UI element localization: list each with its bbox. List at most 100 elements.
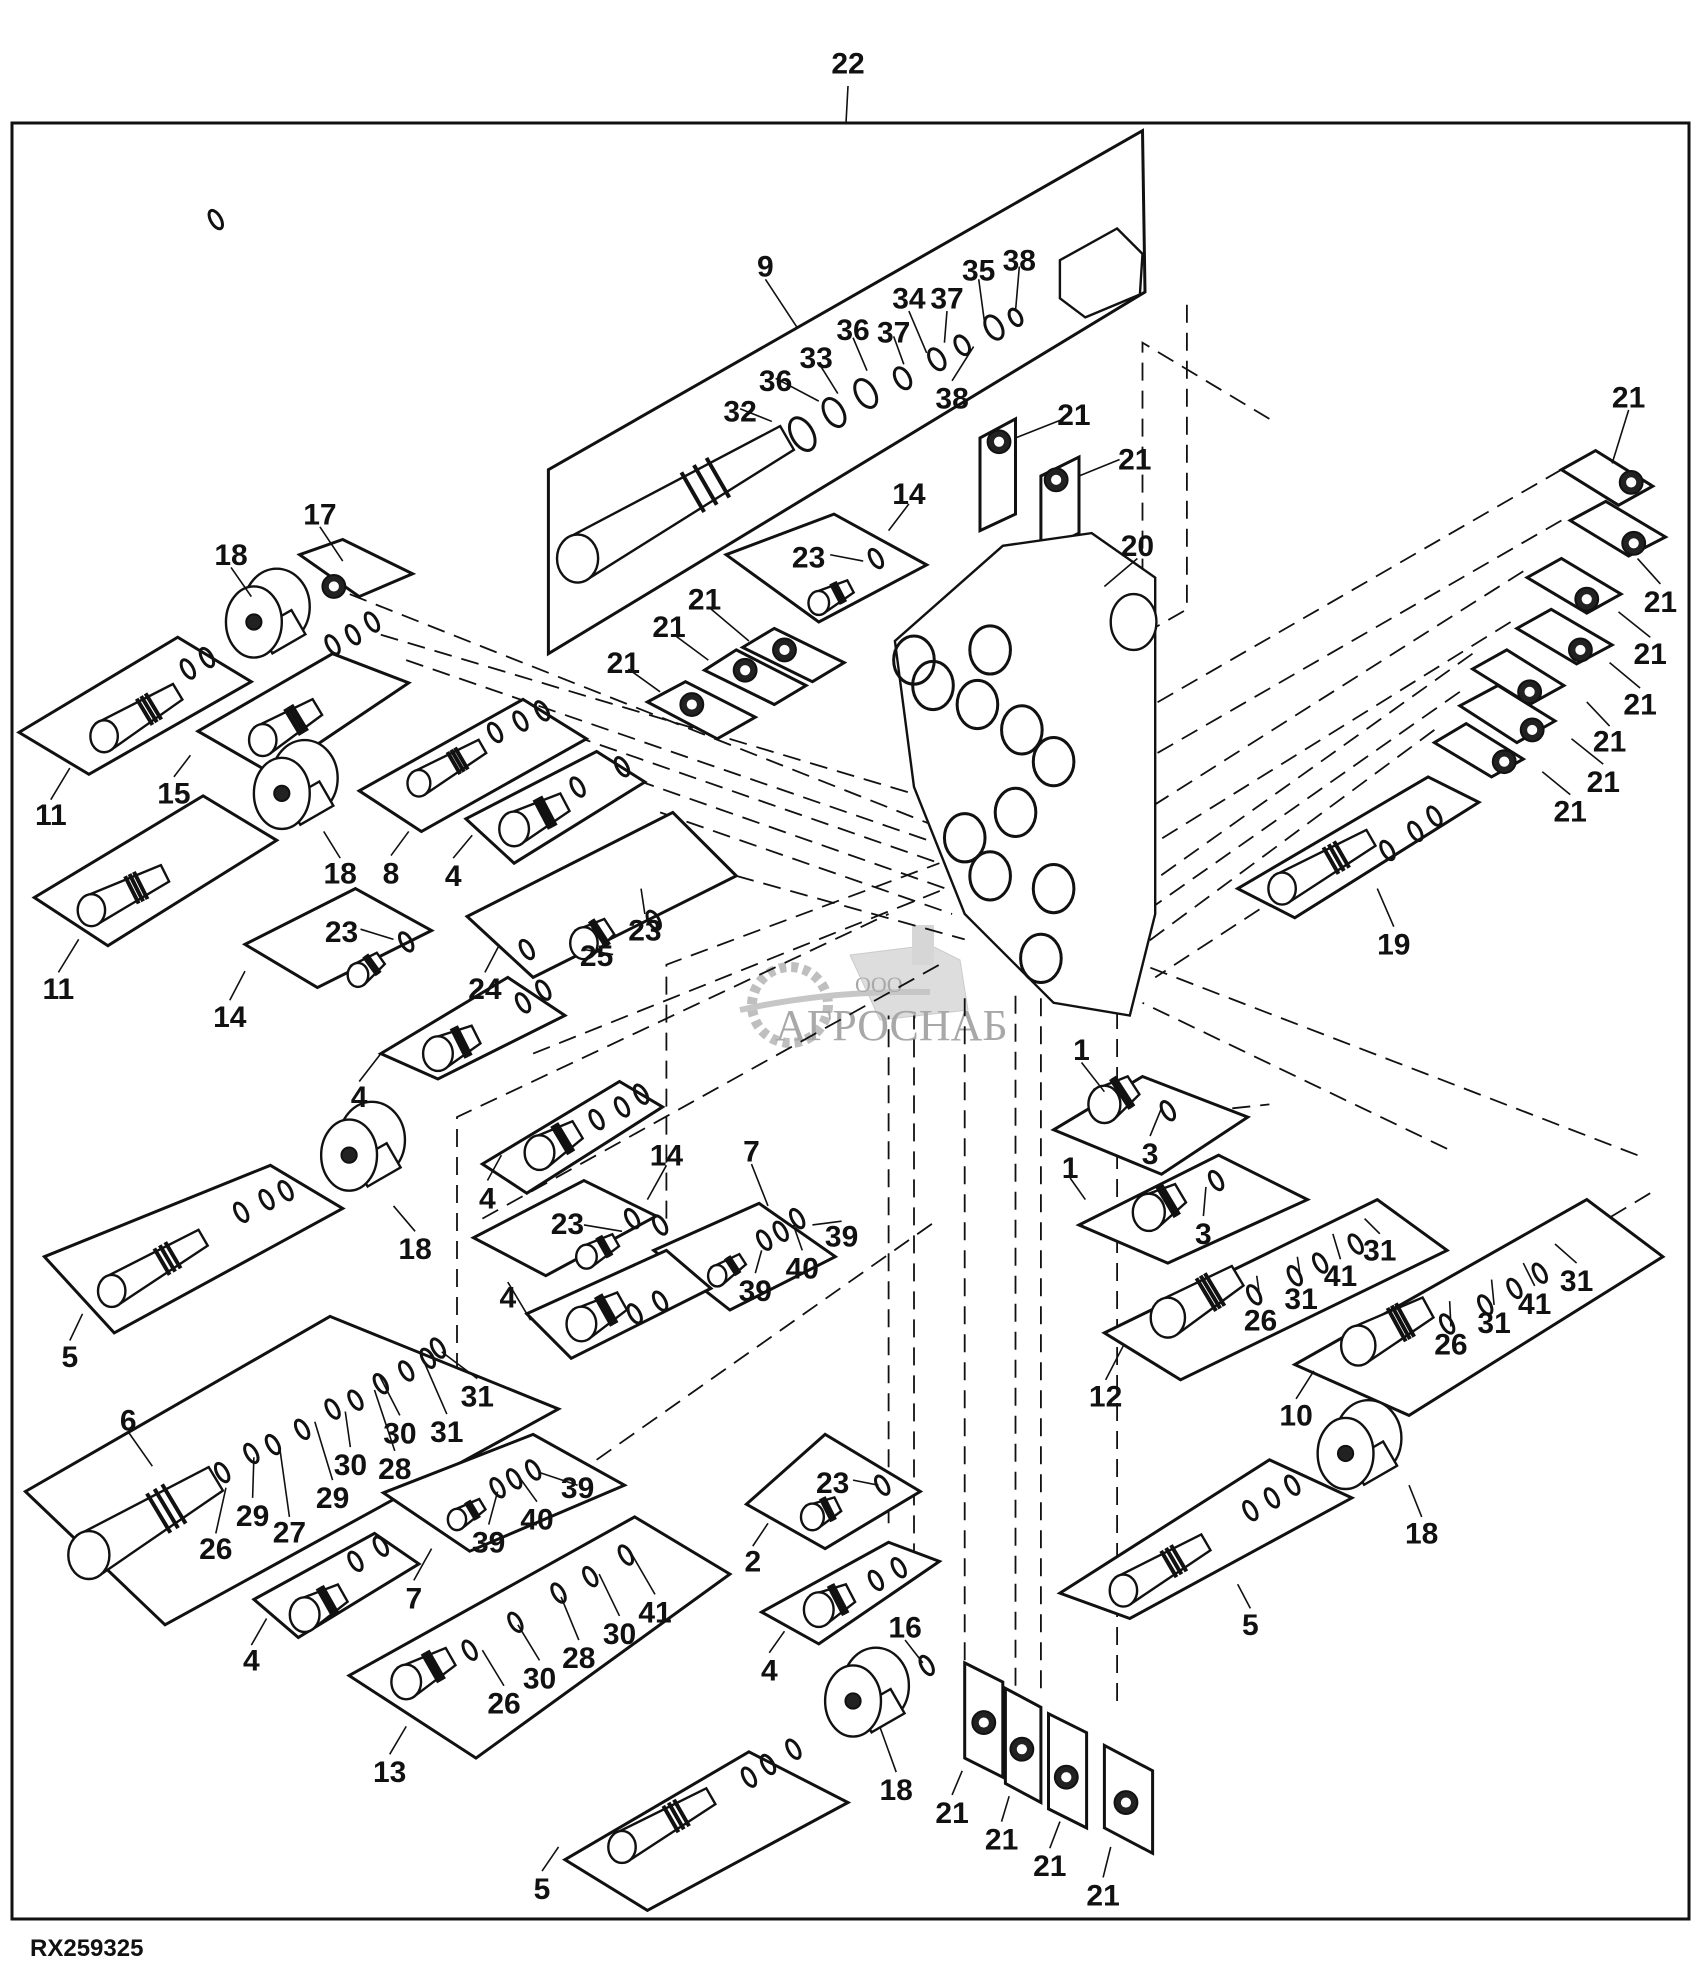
- thread-band: [1389, 1304, 1412, 1341]
- thread-band: [596, 1294, 616, 1326]
- o-ring: [1159, 1100, 1177, 1122]
- kit-box-17: [296, 537, 417, 599]
- leader-line: [951, 346, 975, 382]
- callout-label: 21: [1118, 444, 1151, 477]
- callout-label: 4: [479, 1183, 496, 1216]
- plug-socket: [993, 436, 1005, 447]
- thread-band: [1157, 1184, 1180, 1217]
- hex-head: [421, 1035, 454, 1073]
- thread-band: [426, 1649, 446, 1681]
- o-ring: [372, 1535, 390, 1557]
- o-ring: [213, 1461, 231, 1484]
- callout-label: 37: [877, 317, 910, 350]
- o-ring: [505, 1468, 523, 1490]
- callout-label: 11: [35, 799, 67, 832]
- callout-label: 1: [1073, 1034, 1090, 1067]
- thread-band: [550, 1124, 571, 1156]
- o-ring: [582, 1565, 599, 1588]
- callout-label: 21: [688, 583, 721, 616]
- callout-label: 36: [759, 365, 792, 398]
- thread-band: [123, 875, 141, 905]
- leader-line: [127, 1431, 153, 1467]
- callout-label: 5: [534, 1873, 551, 1906]
- leader-line: [344, 1411, 352, 1448]
- leader-line: [1014, 266, 1021, 312]
- leader-line: [598, 1573, 621, 1617]
- thread-band: [1198, 1274, 1222, 1310]
- kit-box-13: [346, 1515, 733, 1760]
- thread-band: [661, 1804, 681, 1834]
- callout-label: 31: [430, 1416, 463, 1449]
- o-ring: [232, 1201, 250, 1223]
- o-ring: [429, 1337, 447, 1359]
- callout-label: 11: [43, 973, 75, 1006]
- callout-label: 39: [825, 1221, 858, 1254]
- thread-band: [554, 1122, 576, 1153]
- callout-label: 23: [792, 541, 825, 574]
- o-ring: [651, 1214, 669, 1236]
- leader-line: [215, 1487, 227, 1534]
- callout-label: 4: [445, 860, 462, 893]
- leader-line: [541, 1846, 560, 1872]
- dashed-guide: [532, 887, 947, 1055]
- callout-label: 4: [243, 1645, 260, 1678]
- leader-line: [1617, 611, 1651, 638]
- callout-label: 41: [1324, 1260, 1357, 1293]
- callout-label: 21: [1057, 399, 1090, 432]
- callout-label: 28: [562, 1642, 595, 1675]
- callout-label: 31: [1363, 1235, 1396, 1268]
- hex-head: [555, 533, 600, 584]
- assembly-callout: 22: [831, 48, 864, 81]
- hex-head: [247, 722, 278, 758]
- leader-line: [775, 377, 820, 402]
- hex-head: [1267, 871, 1298, 906]
- leader-line: [392, 1205, 416, 1232]
- callout-label: 31: [1284, 1283, 1317, 1316]
- o-ring: [207, 208, 225, 231]
- leader-line: [754, 1250, 763, 1274]
- leader-line: [1609, 662, 1641, 689]
- o-ring: [785, 1738, 802, 1760]
- leader-line: [977, 279, 986, 327]
- leader-line: [1636, 558, 1661, 585]
- kit-box-5-c: [1056, 1458, 1356, 1621]
- leader-line: [1408, 1484, 1423, 1518]
- o-ring: [489, 1477, 506, 1499]
- plug-socket: [1575, 644, 1586, 656]
- kit-box-10: [1291, 1197, 1666, 1418]
- leader-line: [752, 1522, 769, 1547]
- plug-socket: [328, 581, 339, 592]
- kit-box-6: [22, 1314, 562, 1627]
- dashed-guide: [323, 583, 934, 826]
- o-ring: [626, 1303, 643, 1325]
- kit-box-21-r3: [1524, 556, 1625, 615]
- callout-label: 21: [985, 1824, 1018, 1857]
- hex-head: [706, 1263, 728, 1288]
- callout-label: 14: [650, 1139, 684, 1172]
- leader-line: [1522, 1262, 1536, 1287]
- callout-label: 21: [1612, 382, 1645, 415]
- thread-band: [532, 798, 552, 830]
- leader-line: [1236, 1583, 1252, 1609]
- hex-head: [89, 719, 120, 754]
- thread-band: [1203, 1272, 1227, 1307]
- kit-box-24: [464, 810, 739, 980]
- o-ring: [397, 1360, 415, 1382]
- o-ring: [787, 416, 817, 452]
- o-ring: [179, 658, 197, 680]
- hex-head: [799, 1502, 826, 1532]
- callout-label: 21: [607, 647, 640, 680]
- callout-label: 16: [888, 1612, 921, 1645]
- leader-line: [1102, 1846, 1112, 1878]
- leader-line: [768, 1630, 786, 1654]
- callout-label: 5: [61, 1341, 78, 1374]
- o-ring: [486, 721, 504, 744]
- o-ring: [890, 1557, 907, 1579]
- callout-label: 18: [1405, 1518, 1438, 1551]
- o-ring: [372, 1372, 390, 1395]
- o-ring: [1438, 1313, 1456, 1335]
- plug-socket: [1581, 594, 1592, 605]
- coil-bore: [273, 784, 291, 802]
- hex-head: [390, 1663, 423, 1701]
